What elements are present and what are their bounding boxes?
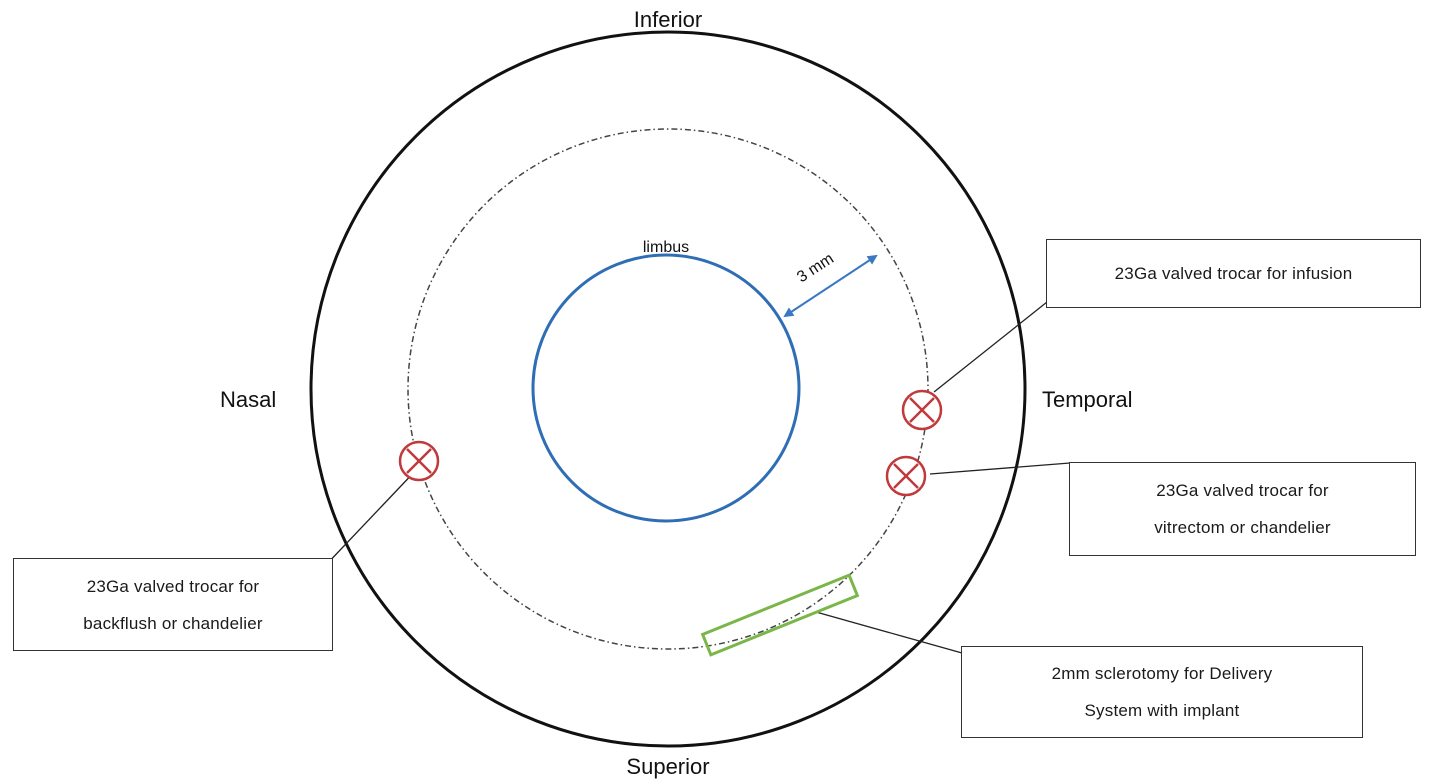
callout-backflush-text: 23Ga valved trocar for backflush or chan… [83, 576, 263, 633]
leader-line-sclerotomy [815, 611, 963, 654]
leader-line-infusion [933, 301, 1048, 393]
label-inferior: Inferior [634, 7, 702, 32]
limbus-circle [531, 253, 801, 523]
pars-plana-dashed-circle [407, 128, 929, 650]
leader-line-backflush [323, 466, 420, 568]
label-superior: Superior [626, 754, 709, 779]
callout-infusion: 23Ga valved trocar for infusion [1046, 239, 1421, 308]
trocar-backflush-icon [398, 440, 440, 482]
trocar-infusion-icon [901, 389, 943, 431]
callout-infusion-text: 23Ga valved trocar for infusion [1114, 264, 1353, 283]
callout-sclerotomy: 2mm sclerotomy for Delivery System with … [961, 646, 1363, 738]
leader-line-vitrectom [929, 462, 1071, 475]
callout-sclerotomy-text: 2mm sclerotomy for Delivery System with … [1051, 664, 1273, 720]
label-distance: 3 mm [794, 250, 837, 286]
implant-sclerotomy-rect [700, 573, 860, 657]
label-temporal: Temporal [1042, 387, 1132, 412]
callout-vitrectom: 23Ga valved trocar for vitrectom or chan… [1069, 462, 1416, 556]
callout-backflush: 23Ga valved trocar for backflush or chan… [13, 558, 333, 651]
distance-arrow [783, 254, 878, 318]
label-nasal: Nasal [220, 387, 276, 412]
callout-vitrectom-text: 23Ga valved trocar for vitrectom or chan… [1154, 481, 1331, 537]
label-limbus: limbus [643, 239, 689, 256]
eye-outline [309, 30, 1027, 748]
trocar-vitrectom-icon [885, 455, 927, 497]
